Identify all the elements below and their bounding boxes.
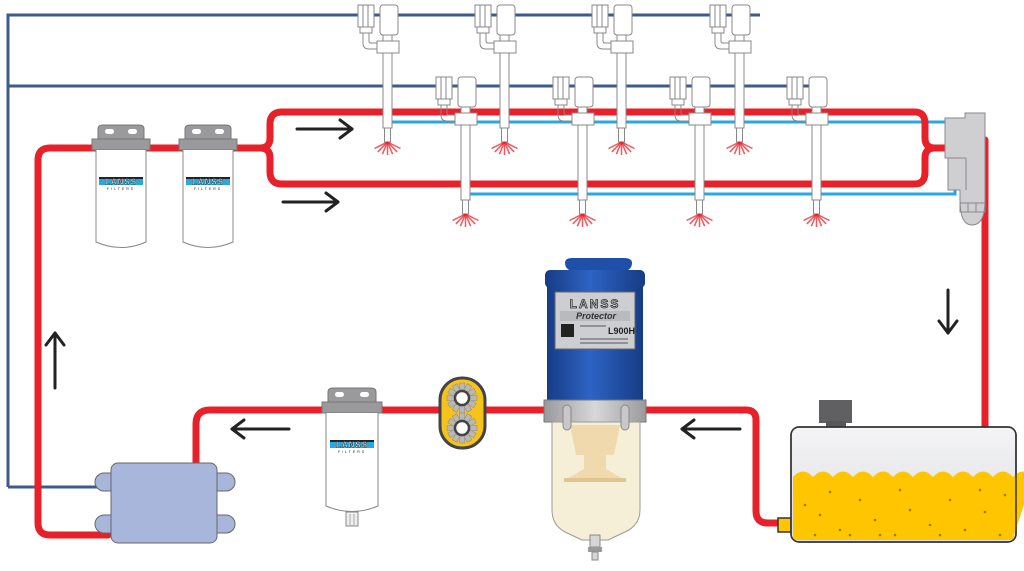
injectors	[357, 4, 830, 227]
sediment-dot	[938, 533, 942, 537]
protector-filter: LANSS Protector L900H	[543, 258, 647, 561]
tank-fuel-level	[793, 471, 1024, 540]
filter-sub: FILTERS	[194, 187, 222, 191]
sediment-dot	[908, 508, 912, 512]
fuel-injector	[552, 76, 596, 227]
fuel-injector	[357, 4, 401, 155]
arrow-down-icon	[937, 288, 959, 335]
fuel-spray-icon	[726, 141, 753, 155]
sediment-dot	[818, 513, 822, 517]
gear-icon	[446, 382, 478, 414]
fuel-injector	[591, 4, 635, 155]
fuel-injector	[474, 4, 518, 155]
fuel-injector	[435, 76, 479, 227]
sediment-dot	[963, 528, 967, 532]
protector-brand: LANSS	[570, 297, 621, 311]
arrow-right-icon	[295, 118, 354, 140]
arrow-left-icon	[230, 418, 291, 440]
lanss-logo	[186, 177, 230, 185]
fuel-injector	[669, 76, 713, 227]
injector-connector	[552, 76, 570, 100]
sediment-dot	[813, 533, 817, 537]
fuel-spray-icon	[491, 141, 518, 155]
sediment-dot	[873, 518, 877, 522]
fuel-line-supply	[34, 144, 264, 539]
injector-connector	[709, 4, 727, 28]
sediment-dot	[858, 498, 862, 502]
filter-sub: FILTERS	[338, 450, 366, 454]
injector-connector	[357, 4, 375, 28]
gear-icon	[446, 412, 478, 444]
sediment-dot	[998, 533, 1002, 537]
arrow-left-icon	[680, 418, 742, 440]
fuel-tank	[777, 400, 1024, 543]
filter-sub: FILTERS	[107, 187, 135, 191]
filter-brand: LANSS	[192, 178, 224, 187]
lanss-logo	[99, 177, 143, 185]
fuel-tank-to-protector	[636, 406, 794, 527]
fuel-spray-icon	[608, 141, 635, 155]
sediment-dot	[893, 533, 897, 537]
injector-connector	[786, 76, 804, 100]
fuel-spray-icon	[569, 213, 596, 227]
pressure-regulator	[944, 112, 986, 226]
fuel-rail-lower	[256, 144, 939, 188]
fuel-rail-upper	[256, 108, 954, 152]
protector-model-line: Protector	[576, 311, 617, 321]
fuel-injector	[709, 4, 753, 155]
sediment-dot	[898, 488, 902, 492]
injector-connector	[474, 4, 492, 28]
protector-model: L900H	[608, 326, 635, 336]
sediment-dot	[828, 490, 832, 494]
sediment-dot	[1003, 493, 1007, 497]
fuel-lines	[34, 108, 989, 539]
fuel-injector	[786, 76, 830, 227]
injector-connector	[435, 76, 453, 100]
gear-pump	[438, 376, 487, 450]
lift-pump	[94, 462, 236, 544]
fuel-protector-to-prefilter	[192, 406, 554, 470]
sediment-dot	[838, 528, 842, 532]
lanss-logo	[330, 440, 374, 448]
flow-arrows	[44, 118, 959, 440]
injector-connector	[669, 76, 687, 100]
filter-brand: LANSS	[105, 178, 137, 187]
sediment-dot	[848, 533, 852, 537]
protector-handle	[565, 258, 632, 272]
injector-connector	[591, 4, 609, 28]
fuel-spray-icon	[452, 213, 479, 227]
filter-brand: LANSS	[336, 441, 368, 450]
arrow-right-icon	[281, 191, 340, 213]
sediment-dot	[878, 533, 882, 537]
sediment-dot	[928, 523, 932, 527]
sediment-dot	[978, 488, 982, 492]
arrow-up-icon	[44, 331, 66, 390]
fuel-spray-icon	[803, 213, 830, 227]
fuel-spray-icon	[686, 213, 713, 227]
fuel-spray-icon	[374, 141, 401, 155]
sediment-dot	[983, 510, 987, 514]
sediment-dot	[803, 503, 807, 507]
tank-cap	[819, 400, 852, 423]
sediment-dot	[948, 498, 952, 502]
